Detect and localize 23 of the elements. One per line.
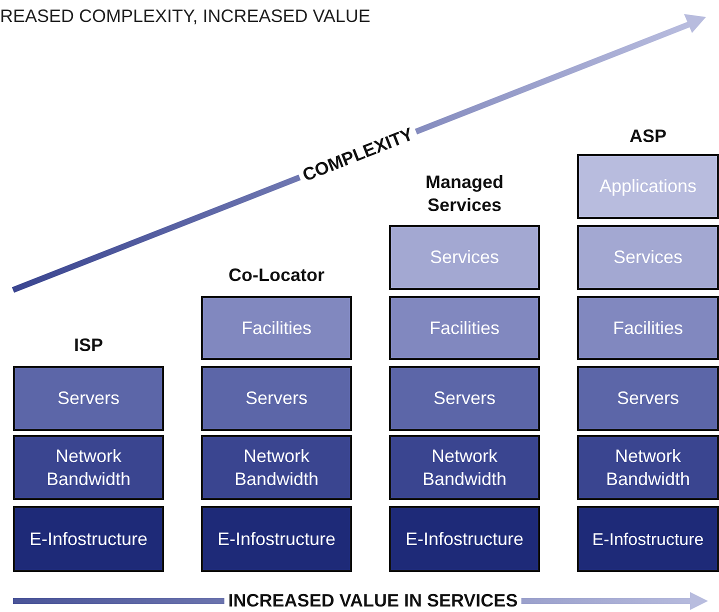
layer-block: Servers xyxy=(389,366,540,431)
layer-block: Services xyxy=(577,225,719,290)
column-heading: ASP xyxy=(628,125,668,148)
layer-block: E-Infostructure xyxy=(201,506,352,572)
layer-block: Facilities xyxy=(201,296,352,360)
layer-block: Network Bandwidth xyxy=(13,435,164,500)
layer-block: E-Infostructure xyxy=(577,506,719,572)
layer-block: Facilities xyxy=(389,296,540,360)
column-heading: Co-Locator xyxy=(228,264,326,287)
layer-block: Applications xyxy=(577,154,719,219)
layer-block: Network Bandwidth xyxy=(389,435,540,500)
layer-block: Servers xyxy=(13,366,164,431)
layer-block: Facilities xyxy=(577,296,719,360)
layer-block: Servers xyxy=(577,366,719,431)
layer-block: Servers xyxy=(201,366,352,431)
column-heading: ISP xyxy=(72,334,104,357)
column-heading: Managed Services xyxy=(424,171,504,217)
layer-block: Services xyxy=(389,225,540,290)
layer-block: E-Infostructure xyxy=(389,506,540,572)
title: REASED COMPLEXITY, INCREASED VALUE xyxy=(0,6,370,27)
layer-block: Network Bandwidth xyxy=(577,435,719,500)
layer-block: E-Infostructure xyxy=(13,506,164,572)
layer-block: Network Bandwidth xyxy=(201,435,352,500)
